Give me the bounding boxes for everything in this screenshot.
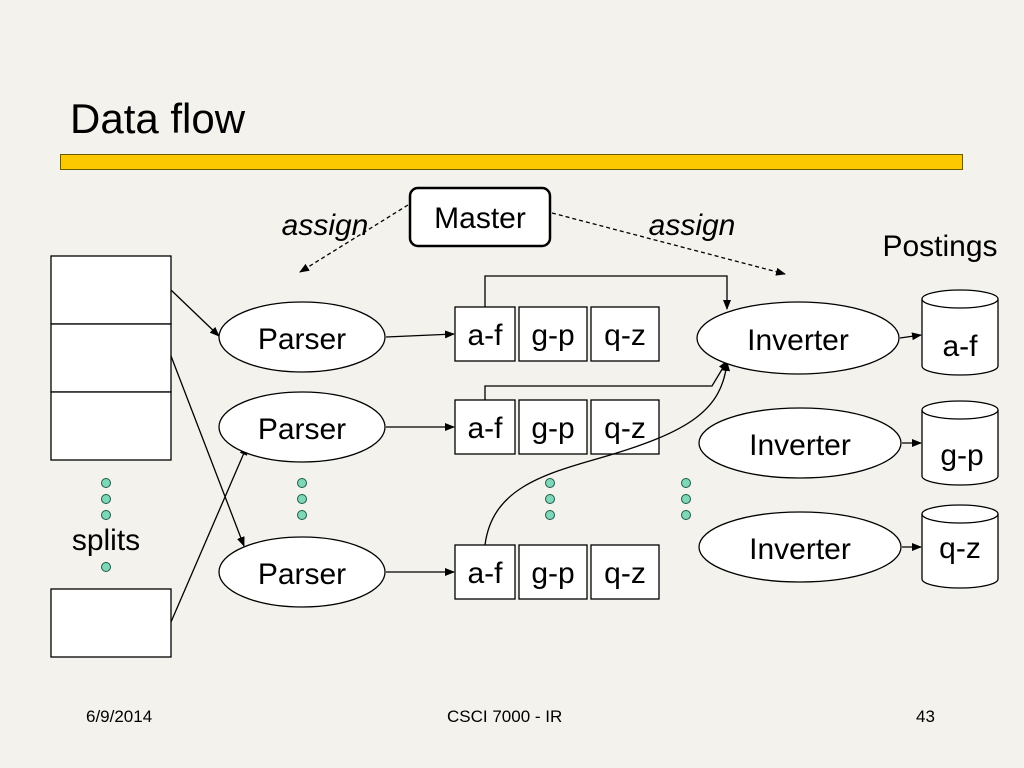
split-to-parser-2-arrow (170, 445, 248, 623)
postings-cylinder-a-f (921, 289, 999, 376)
split-to-parser-1-arrow (170, 289, 220, 337)
parser-2-label: Parser (258, 413, 346, 446)
master-box (408, 186, 552, 248)
parser-1-to-partitions-arrow (385, 330, 455, 339)
footer-course: CSCI 7000 - IR (447, 707, 563, 726)
split-box-1 (50, 255, 172, 325)
splits-stack (50, 255, 172, 658)
splits-label: splits (72, 524, 140, 557)
partition-3-to-inverter-arrow (484, 361, 731, 546)
parser-1 (218, 301, 386, 373)
splits-dots (101, 478, 111, 572)
title-underline-bar (60, 154, 963, 170)
inverter-1-label: Inverter (747, 324, 849, 357)
partition-row-3-g-p (518, 544, 588, 600)
parser-dots (297, 478, 307, 520)
inverter-dots (681, 478, 691, 520)
partition-row-1-a-f (454, 306, 516, 362)
parser-3-label: Parser (258, 558, 346, 591)
partition-row-2-a-f (454, 399, 516, 455)
inverter-2 (698, 407, 902, 479)
inverter-2-label: Inverter (749, 429, 851, 462)
partition-1-to-inverter-arrow (484, 275, 731, 310)
inverter-1 (696, 301, 900, 375)
assign-label-left: assign (282, 209, 369, 242)
partition-2-to-inverter-arrow (484, 360, 728, 400)
postings-q-z-label: q-z (939, 532, 981, 565)
partition-row-3-a-f-label: a-f (467, 557, 503, 590)
parser-1-label: Parser (258, 323, 346, 356)
partition-row-2-g-p-label: g-p (531, 412, 574, 445)
split-to-parser-3-arrow (170, 355, 245, 547)
footer-date: 6/9/2014 (86, 707, 153, 726)
assign-arrow-left (299, 204, 409, 273)
partition-row-2-q-z-label: q-z (604, 412, 646, 445)
split-box-3 (50, 391, 172, 461)
partition-row-1-g-p (518, 306, 588, 362)
partition-row-1-q-z-label: q-z (604, 319, 646, 352)
split-box-2 (50, 323, 172, 393)
slide-title: Data flow (70, 95, 246, 142)
postings-g-p-label: g-p (940, 439, 983, 472)
postings-a-f-label: a-f (942, 330, 978, 363)
master-label: Master (434, 202, 526, 235)
postings-cylinder-q-z (921, 504, 999, 589)
assign-label-right: assign (649, 209, 736, 242)
partition-row-1-q-z (590, 306, 660, 362)
inverter-3-label: Inverter (749, 533, 851, 566)
split-box-last (50, 588, 172, 658)
inverter-1-to-postings-arrow (899, 332, 922, 341)
partition-row-1-a-f-label: a-f (467, 319, 503, 352)
partition-row-2-q-z (590, 399, 660, 455)
inverter-3 (698, 511, 902, 583)
partition-row-3-q-z (590, 544, 660, 600)
parser-3 (218, 536, 386, 608)
partition-dots (545, 478, 555, 520)
parser-2 (218, 391, 386, 463)
postings-cylinder-g-p (921, 400, 999, 486)
partition-row-1-g-p-label: g-p (531, 319, 574, 352)
partition-row-3-q-z-label: q-z (604, 557, 646, 590)
partition-row-2-a-f-label: a-f (467, 412, 503, 445)
assign-arrow-right (551, 212, 786, 276)
partition-row-3-g-p-label: g-p (531, 557, 574, 590)
partition-row-2-g-p (518, 399, 588, 455)
footer-page-number: 43 (916, 707, 935, 726)
postings-label: Postings (882, 230, 997, 263)
